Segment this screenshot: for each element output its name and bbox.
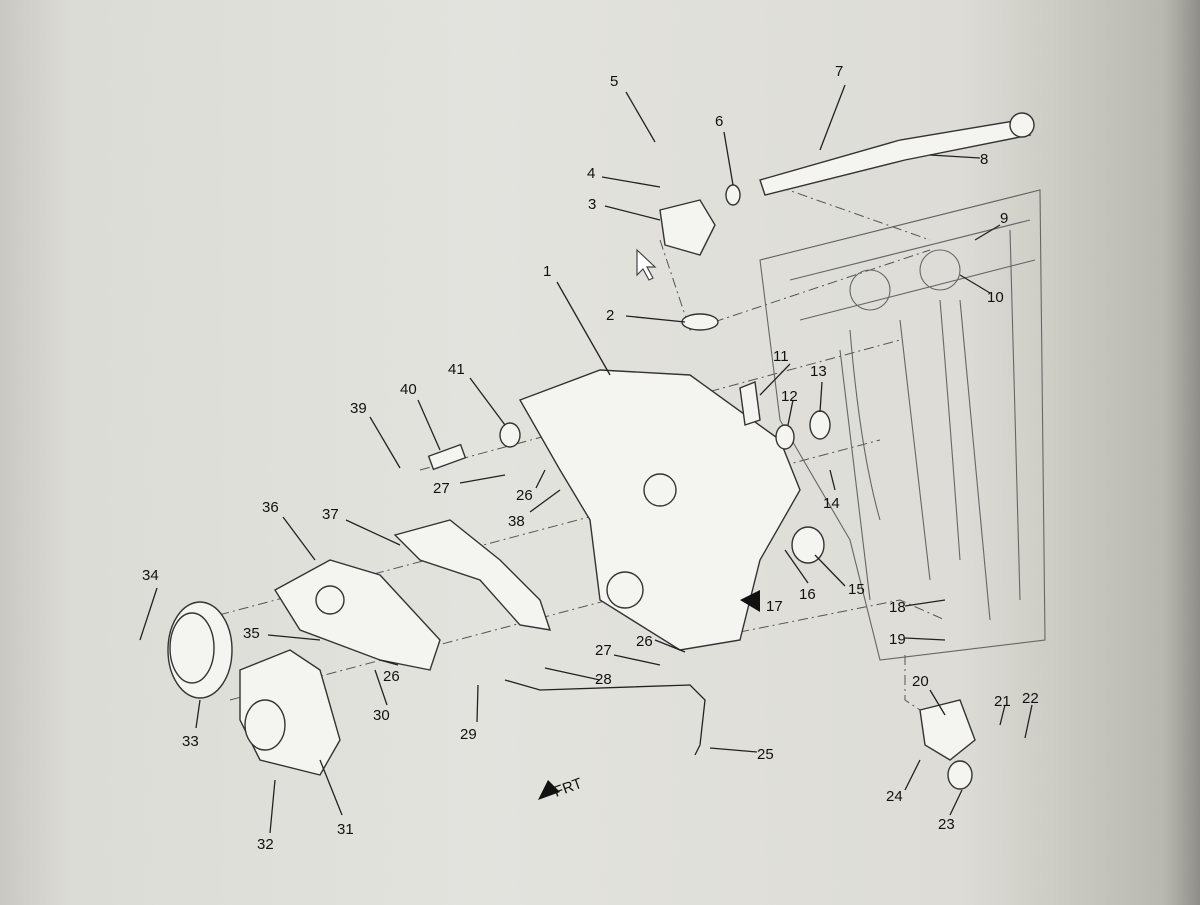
callout: 10 xyxy=(987,289,1004,306)
coolant-pipe-part xyxy=(759,112,1035,196)
callout: 11 xyxy=(773,348,789,365)
engine-block xyxy=(759,189,1046,661)
callout: 15 xyxy=(848,581,865,598)
callout: 13 xyxy=(810,363,827,380)
callout: 39 xyxy=(350,400,367,417)
seal-parts xyxy=(427,381,976,790)
callout: 26 xyxy=(636,633,653,650)
callout: 35 xyxy=(243,625,260,642)
callout: 27 xyxy=(595,642,612,659)
front-direction-indicator: FRT xyxy=(538,775,585,801)
thermostat-housing-part xyxy=(659,184,741,331)
callout: 26 xyxy=(383,668,400,685)
front-arrow-icon xyxy=(538,780,560,800)
callout: 14 xyxy=(823,495,840,512)
front-label: FRT xyxy=(552,775,585,801)
callout: 32 xyxy=(257,836,274,853)
callout: 4 xyxy=(587,165,595,182)
callout: 2 xyxy=(606,307,614,324)
callout: 36 xyxy=(262,499,279,516)
callout: 30 xyxy=(373,707,390,724)
callout: 26 xyxy=(516,487,533,504)
water-pump-part xyxy=(274,519,552,671)
callout: 17 xyxy=(766,598,783,615)
callout: 27 xyxy=(433,480,450,497)
callout: 37 xyxy=(322,506,339,523)
callout: 34 xyxy=(142,567,159,584)
callout: 5 xyxy=(610,73,618,90)
callout: 41 xyxy=(448,361,465,378)
callout: 3 xyxy=(588,196,596,213)
callout: 21 xyxy=(994,693,1011,710)
callout: 12 xyxy=(781,388,798,405)
callout: 38 xyxy=(508,513,525,530)
plate-part xyxy=(239,649,341,776)
leader-lines xyxy=(139,84,1033,834)
pulley-part xyxy=(167,601,233,699)
callout-labels: 1 2 3 4 5 6 7 8 9 10 11 12 13 14 15 16 1… xyxy=(142,63,1039,853)
callout: 1 xyxy=(543,263,551,280)
callout: 7 xyxy=(835,63,843,80)
callout: 22 xyxy=(1022,690,1039,707)
callout: 24 xyxy=(886,788,903,805)
callout: 33 xyxy=(182,733,199,750)
callout: 8 xyxy=(980,151,988,168)
callout: 25 xyxy=(757,746,774,763)
callout: 31 xyxy=(337,821,354,838)
callout: 16 xyxy=(799,586,816,603)
callout: 19 xyxy=(889,631,906,648)
callout: 9 xyxy=(1000,210,1008,227)
callout: 40 xyxy=(400,381,417,398)
callout: 28 xyxy=(595,671,612,688)
view-arrow-17 xyxy=(740,590,760,612)
callout: 23 xyxy=(938,816,955,833)
callout: 29 xyxy=(460,726,477,743)
callout: 18 xyxy=(889,599,906,616)
callout: 20 xyxy=(912,673,929,690)
mouse-cursor-icon xyxy=(636,248,657,281)
callout: 6 xyxy=(715,113,723,130)
